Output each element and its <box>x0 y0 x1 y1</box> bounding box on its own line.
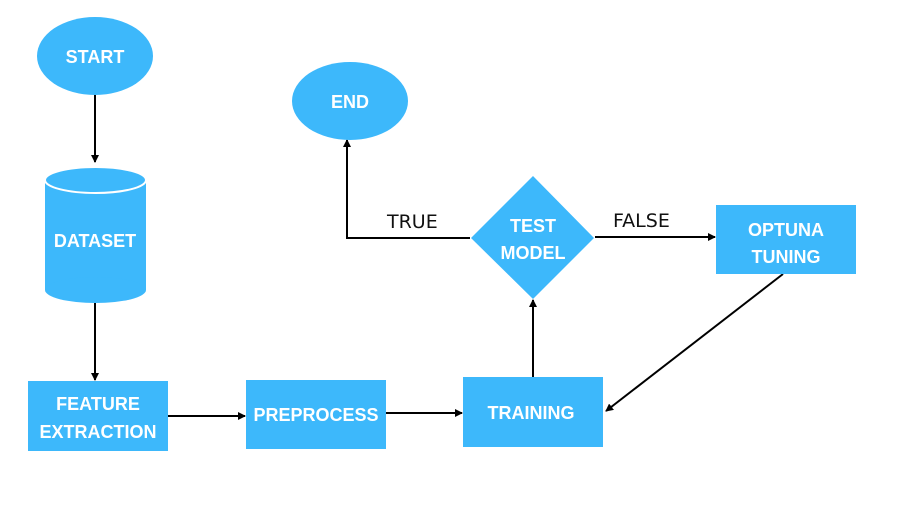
preprocess-label: PREPROCESS <box>253 405 378 425</box>
edge-label-true: TRUE <box>386 211 438 233</box>
feature-extraction-box <box>28 381 168 451</box>
start-label: START <box>66 47 125 67</box>
test-model-label-line2: MODEL <box>501 243 566 263</box>
feature-extraction-node: FEATURE EXTRACTION <box>28 381 168 451</box>
start-node: START <box>37 17 153 95</box>
dataset-cylinder-bottom <box>45 277 146 303</box>
optuna-tuning-box <box>716 205 856 274</box>
dataset-label: DATASET <box>54 231 136 251</box>
end-node: END <box>292 62 408 140</box>
preprocess-node: PREPROCESS <box>246 380 386 449</box>
preprocess-box <box>246 380 386 449</box>
test-model-label-line1: TEST <box>510 216 556 236</box>
end-shape <box>292 62 408 140</box>
training-label: TRAINING <box>488 403 575 423</box>
edge-optuna-to-training <box>605 273 784 412</box>
start-shape <box>37 17 153 95</box>
edge-test-to-end <box>343 139 470 239</box>
dataset-node: DATASET <box>44 166 147 303</box>
test-model-node: TEST MODEL <box>471 176 594 299</box>
feature-extraction-label-line2: EXTRACTION <box>40 422 157 442</box>
edge-label-false: FALSE <box>613 210 670 232</box>
end-label: END <box>331 92 369 112</box>
optuna-tuning-label-line1: OPTUNA <box>748 220 824 240</box>
optuna-tuning-label-line2: TUNING <box>752 247 821 267</box>
dataset-cylinder-top <box>44 166 147 194</box>
training-node: TRAINING <box>463 377 603 447</box>
optuna-tuning-node: OPTUNA TUNING <box>716 205 856 274</box>
dataset-cylinder-body <box>45 180 146 290</box>
feature-extraction-label-line1: FEATURE <box>56 394 140 414</box>
connectors <box>91 94 784 420</box>
test-model-diamond <box>471 176 594 299</box>
training-box <box>463 377 603 447</box>
